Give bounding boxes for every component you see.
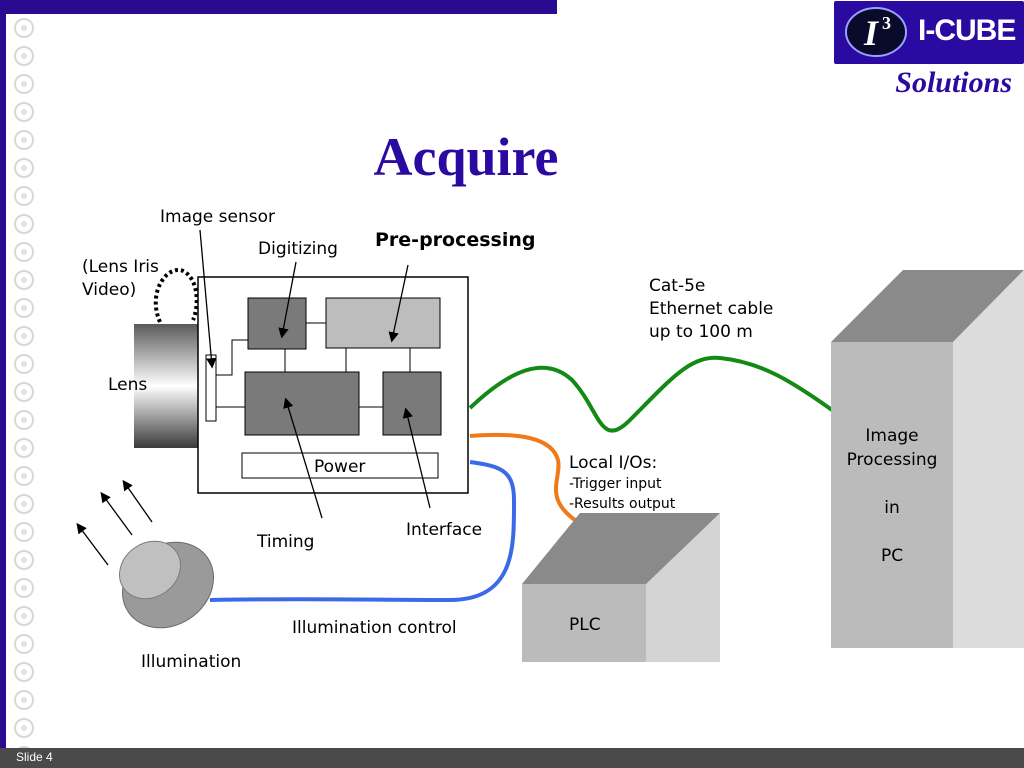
cable-label-line2: Ethernet cable <box>649 299 774 319</box>
pc-box <box>831 270 1024 648</box>
pre-processing-block <box>325 297 441 349</box>
top-bar <box>0 0 557 14</box>
left-bar <box>0 0 6 748</box>
image-sensor-label: Image sensor <box>160 207 275 227</box>
local-io-title: Local I/Os: <box>569 453 658 473</box>
acquisition-diagram <box>76 229 1024 662</box>
digitizing-block <box>247 297 307 350</box>
pre-processing-label: Pre-processing <box>375 229 536 251</box>
pointer-lines <box>199 229 431 519</box>
local-io-trigger: -Trigger input <box>569 476 662 492</box>
internal-wiring <box>216 322 411 408</box>
interface-label: Interface <box>406 520 483 540</box>
light-rays <box>76 479 153 566</box>
i-cube-logo: I 3 <box>834 1 1024 64</box>
brand-name: I-CUBE <box>918 14 1016 47</box>
slide-number: Slide 4 <box>16 750 53 764</box>
sidebar-pattern <box>6 14 42 748</box>
io-cable <box>469 432 586 528</box>
plc-label: PLC <box>569 615 601 635</box>
logo-mark-sup: 3 <box>882 13 891 33</box>
pc-label-line2: Processing <box>846 450 938 470</box>
brand-tagline: Solutions <box>895 66 1012 99</box>
lens <box>134 324 200 448</box>
digitizing-label: Digitizing <box>258 239 338 259</box>
illumination-light <box>119 540 215 629</box>
lens-iris-label-line2: Video) <box>82 280 137 300</box>
interface-block <box>382 371 442 436</box>
power-label: Power <box>314 457 366 477</box>
footer-bar <box>0 748 1024 768</box>
cable-label-line1: Cat-5e <box>649 276 706 296</box>
logo-mark: I <box>863 13 880 53</box>
illumination-control-label: Illumination control <box>292 618 457 638</box>
illumination-cable <box>209 460 517 603</box>
plc-box <box>522 513 720 662</box>
image-sensor <box>205 354 217 422</box>
local-io-results: -Results output <box>569 496 676 512</box>
lens-iris-cable <box>153 268 199 323</box>
timing-label: Timing <box>257 532 315 552</box>
timing-block <box>244 371 360 436</box>
lens-iris-label-line1: (Lens Iris <box>82 257 159 277</box>
cable-label-line3: up to 100 m <box>649 322 753 342</box>
illumination-label: Illumination <box>141 652 242 672</box>
lens-label: Lens <box>108 375 148 395</box>
power-block <box>241 452 439 479</box>
pc-label-line3: in <box>884 498 900 518</box>
ethernet-cable <box>468 355 834 433</box>
pc-label-line4: PC <box>880 546 904 566</box>
pc-label-line1: Image <box>865 426 919 446</box>
slide-title: Acquire <box>373 127 559 187</box>
